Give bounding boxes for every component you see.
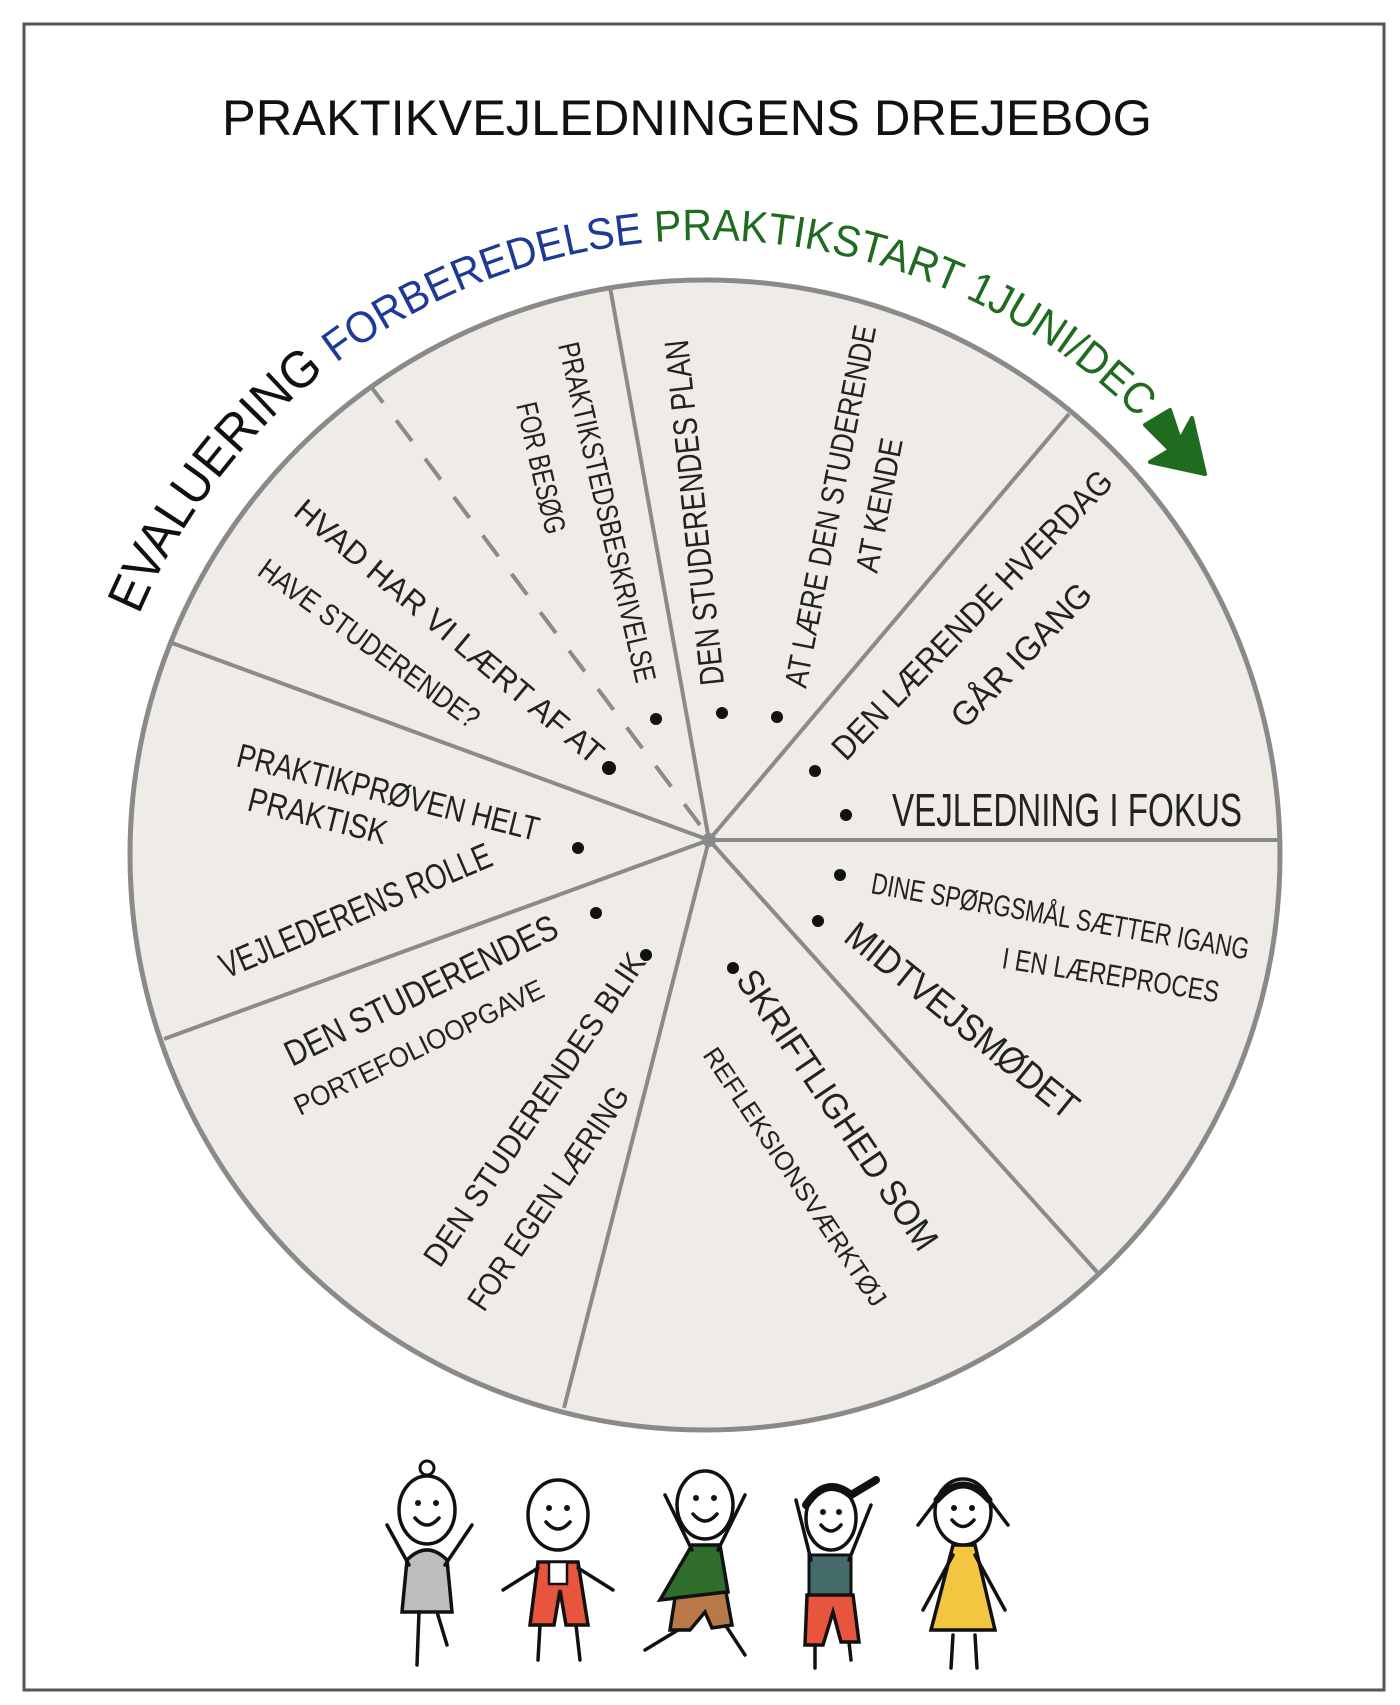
spoke bbox=[707, 838, 1099, 1274]
bullet bbox=[572, 842, 584, 854]
bullet bbox=[809, 765, 821, 777]
arrow-icon bbox=[1143, 408, 1207, 476]
page-title: PRAKTIKVEJLEDNINGENS DREJEBOG bbox=[222, 90, 1152, 146]
spoke bbox=[608, 286, 711, 841]
wheel-hub bbox=[702, 833, 716, 847]
bullets bbox=[572, 707, 852, 974]
bullet bbox=[771, 711, 783, 723]
bullet bbox=[590, 907, 602, 919]
figure-grey bbox=[385, 1459, 474, 1667]
spoke bbox=[163, 838, 710, 1041]
spoke bbox=[171, 641, 710, 842]
figure-red bbox=[501, 1478, 615, 1662]
bullet bbox=[716, 707, 728, 719]
spoke bbox=[707, 412, 1071, 842]
bullet bbox=[640, 949, 652, 961]
bullet bbox=[602, 761, 616, 775]
figure-teal bbox=[794, 1476, 880, 1670]
segment-vejledning-i-fokus: VEJLEDNING I FOKUS bbox=[892, 784, 1242, 836]
figure-green bbox=[643, 1469, 747, 1657]
wheel-spokes bbox=[163, 286, 1282, 1409]
figure-yellow bbox=[916, 1477, 1010, 1670]
stick-figures bbox=[385, 1459, 1010, 1670]
bullet bbox=[834, 869, 846, 881]
spoke bbox=[562, 839, 711, 1409]
bullet bbox=[840, 809, 852, 821]
dashed-spoke bbox=[370, 386, 702, 827]
bullet bbox=[650, 713, 662, 725]
bullet bbox=[727, 962, 739, 974]
bullet bbox=[812, 915, 824, 927]
